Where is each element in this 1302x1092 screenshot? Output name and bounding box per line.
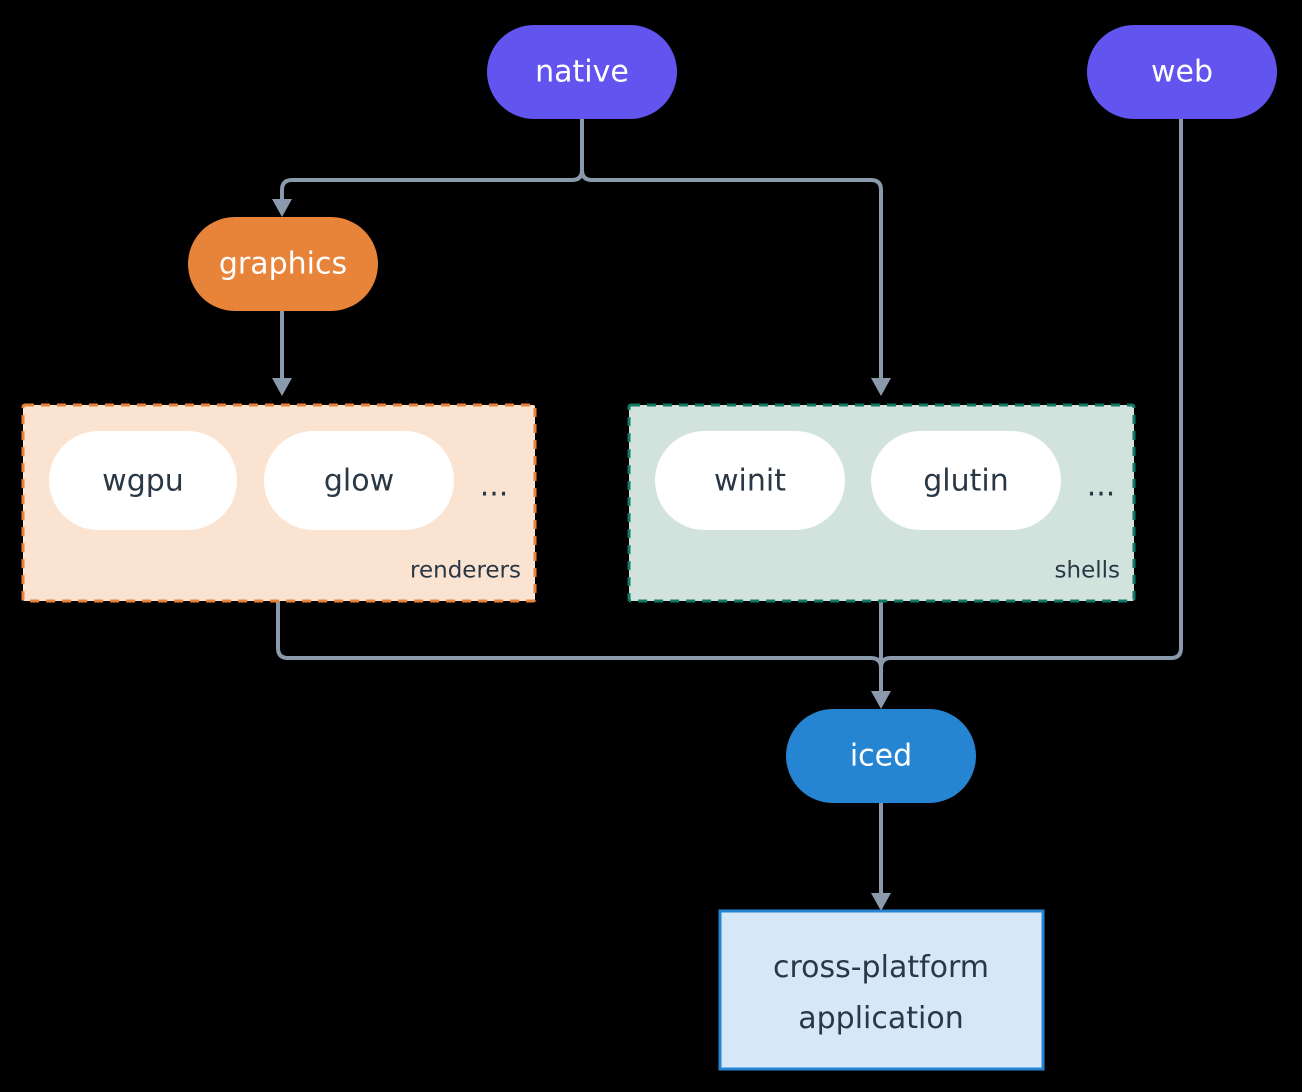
node-app-label-line2: application	[798, 1001, 963, 1036]
edge-native-to-graphics	[272, 119, 584, 217]
node-native-shape	[487, 25, 677, 119]
node-web[interactable]: web	[1087, 25, 1277, 119]
arrowhead-icon	[871, 378, 891, 396]
edge-renderers-to-iced	[276, 601, 883, 697]
node-glutin[interactable]: glutin	[871, 431, 1061, 530]
group-shells[interactable]: winit glutin ... shells	[627, 403, 1136, 603]
node-wgpu-shape	[49, 431, 237, 530]
edge-path	[280, 119, 584, 205]
node-app-label-line1: cross-platform	[773, 950, 989, 985]
node-glow-label: glow	[324, 464, 394, 499]
edge-layer	[272, 119, 1183, 911]
group-renderers[interactable]: wgpu glow ... renderers	[21, 403, 537, 603]
node-glutin-shape	[871, 431, 1061, 530]
node-glow-shape	[264, 431, 454, 530]
node-cross-platform-application[interactable]: cross-platform application	[718, 909, 1045, 1071]
node-glutin-label: glutin	[923, 464, 1009, 499]
node-wgpu[interactable]: wgpu	[49, 431, 237, 530]
node-iced-label: iced	[850, 739, 912, 774]
node-graphics-label: graphics	[219, 247, 347, 282]
node-wgpu-label: wgpu	[102, 464, 184, 499]
node-graphics-shape	[188, 217, 378, 311]
edge-graphics-to-renderers	[272, 311, 292, 396]
arrowhead-icon	[272, 378, 292, 396]
node-web-label: web	[1151, 55, 1213, 90]
group-shells-caption: shells	[1055, 558, 1120, 584]
node-graphics[interactable]: graphics	[188, 217, 378, 311]
edge-native-to-shells	[580, 119, 891, 396]
edge-path	[580, 119, 883, 384]
edge-path	[879, 119, 1183, 697]
node-iced-shape	[786, 709, 976, 803]
edge-path	[276, 601, 883, 697]
node-winit[interactable]: winit	[655, 431, 845, 530]
node-glow[interactable]: glow	[264, 431, 454, 530]
edge-web-to-iced	[871, 119, 1183, 709]
arrowhead-icon	[871, 691, 891, 709]
node-winit-shape	[655, 431, 845, 530]
node-iced[interactable]: iced	[786, 709, 976, 803]
arrowhead-icon	[272, 199, 292, 217]
shells-ellipsis-label: ...	[1087, 469, 1116, 504]
arrowhead-icon	[871, 893, 891, 911]
node-native-label: native	[535, 55, 629, 90]
edge-iced-to-app	[871, 803, 891, 911]
node-web-shape	[1087, 25, 1277, 119]
node-native[interactable]: native	[487, 25, 677, 119]
node-winit-label: winit	[714, 464, 786, 499]
group-renderers-caption: renderers	[410, 558, 521, 584]
node-app-shape	[718, 909, 1045, 1071]
renderers-ellipsis-label: ...	[480, 469, 509, 504]
